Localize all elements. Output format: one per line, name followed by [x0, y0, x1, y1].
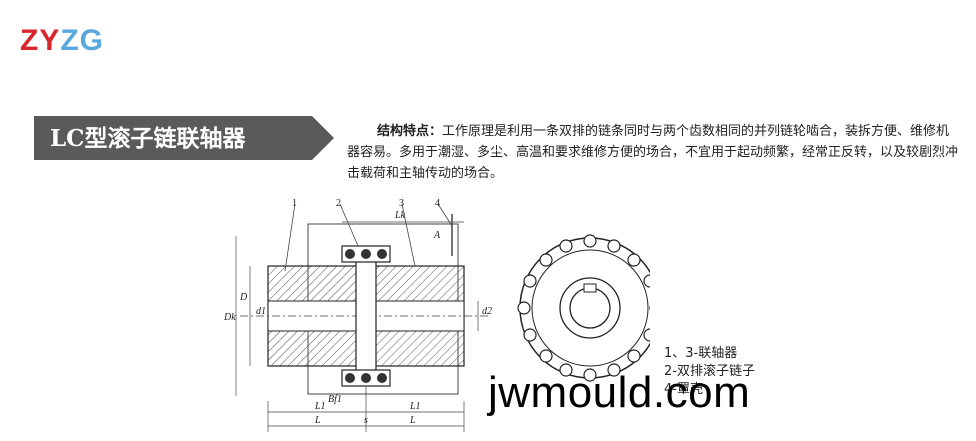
- dim-l-right: L: [409, 415, 416, 426]
- dim-bf1: Bf1: [328, 394, 342, 405]
- dim-d1: d1: [256, 306, 266, 317]
- dim-l1-left: L1: [314, 401, 326, 412]
- part-number-1: 1: [292, 198, 297, 209]
- diagram-legend: 1、3-联轴器 2-双排滚子链子 4-罩壳: [664, 345, 755, 399]
- sprocket-side-view: [517, 234, 650, 382]
- description-body: 工作原理是利用一条双排的链条同时与两个齿数相同的并列链轮啮合，装拆方便、维修机器…: [347, 124, 959, 181]
- coupling-diagram: 1 2 3 4 Lk A Dk D d1 d2 Bf1 L1 L1 s L L: [223, 198, 650, 432]
- legend-item: 2-双排滚子链子: [664, 364, 755, 379]
- legend-item: 4-罩壳: [664, 382, 703, 397]
- part-number-2: 2: [336, 198, 341, 209]
- product-description: 结构特点：工作原理是利用一条双排的链条同时与两个齿数相同的并列链轮啮合，装拆方便…: [347, 121, 961, 184]
- dim-d-big: D: [239, 292, 248, 303]
- part-number-4: 4: [435, 198, 440, 209]
- left-bore: [267, 300, 361, 332]
- logo-text-zg: ZG: [60, 24, 105, 57]
- legend-item: 1、3-联轴器: [664, 346, 738, 361]
- chain-bottom: [341, 369, 391, 387]
- dim-a: A: [433, 230, 441, 241]
- part-number-3: 3: [399, 198, 404, 209]
- page-title: LC型滚子链联轴器: [50, 125, 246, 152]
- dim-dk: Dk: [223, 312, 236, 323]
- dim-l-left: L: [314, 415, 321, 426]
- dim-d2: d2: [482, 306, 492, 317]
- watermark: jwmould.com: [488, 368, 751, 417]
- logo-text-zy: ZY: [20, 24, 61, 57]
- dim-s: s: [364, 415, 368, 426]
- sprocket-flange: [355, 247, 377, 385]
- chain-top: [341, 245, 391, 263]
- description-lead: 结构特点：: [377, 124, 443, 139]
- brand-logo[interactable]: ZYZG: [20, 24, 104, 58]
- title-banner: [34, 116, 334, 160]
- dim-l1-right: L1: [409, 401, 421, 412]
- dim-lk: Lk: [394, 210, 406, 221]
